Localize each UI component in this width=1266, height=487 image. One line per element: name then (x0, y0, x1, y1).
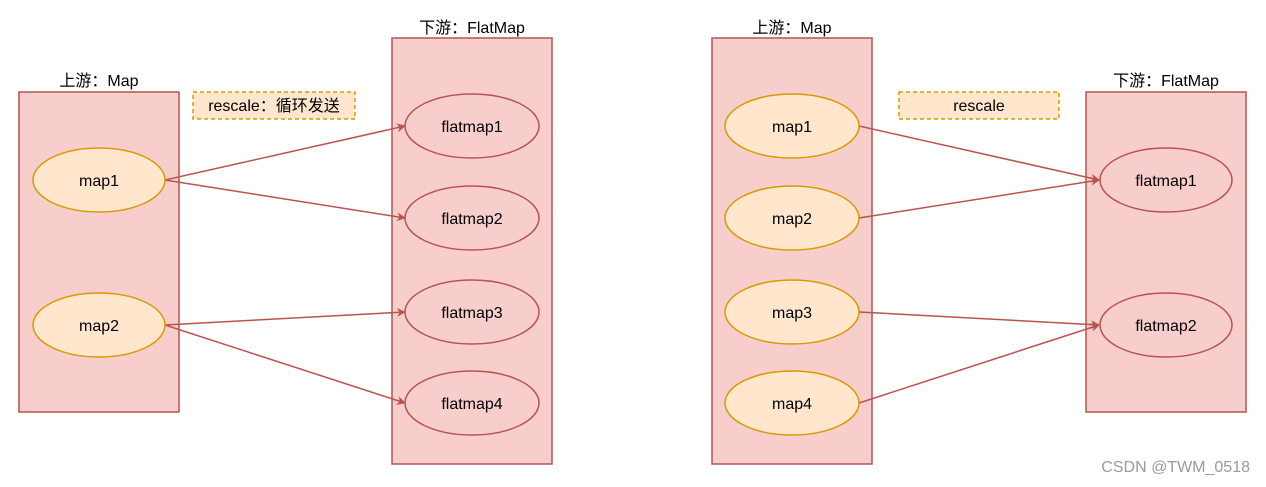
watermark: CSDN @TWM_0518 (1101, 459, 1250, 476)
left-edge-map1-flatmap2 (164, 179, 406, 222)
left-edge-map2-flatmap3 (164, 307, 406, 326)
left-downstream-ellipse-3 (404, 279, 540, 345)
right-upstream-label-2: map2 (772, 211, 812, 228)
left-downstream-title: 下游：FlatMap (419, 19, 525, 37)
left-edges (164, 123, 406, 405)
right-edge-map1-flatmap1 (858, 125, 1100, 183)
right-downstream-container (1085, 91, 1247, 413)
right-upstream-ellipse-2 (724, 185, 860, 251)
right-downstream-node-flatmap2: flatmap2 (1099, 292, 1233, 358)
left-downstream-node-flatmap3: flatmap3 (404, 279, 540, 345)
right-downstream-title: 下游：FlatMap (1113, 72, 1219, 90)
right-upstream-title: 上游：Map (752, 19, 831, 37)
left-downstream-ellipse-1 (404, 93, 540, 159)
right-upstream-ellipse-1 (724, 93, 860, 159)
left-rescale-label: rescale：循环发送 (208, 97, 340, 115)
right-upstream-ellipse-3 (724, 279, 860, 345)
left-upstream-label-2: map2 (79, 318, 119, 335)
right-downstream-ellipse-2 (1099, 292, 1233, 358)
right-downstream-ellipse-1 (1099, 147, 1233, 213)
right-upstream-label-3: map3 (772, 305, 812, 322)
left-downstream-ellipse-4 (404, 370, 540, 436)
right-upstream-ellipse-4 (724, 370, 860, 436)
left-downstream-label-4: flatmap4 (441, 396, 502, 413)
left-upstream-title: 上游：Map (59, 72, 138, 90)
right-upstream-label-4: map4 (772, 396, 812, 413)
left-downstream-node-flatmap2: flatmap2 (404, 185, 540, 251)
right-upstream-node-map1: map1 (724, 93, 860, 159)
left-upstream-ellipse-2 (32, 292, 166, 358)
left-downstream-ellipse-2 (404, 185, 540, 251)
right-edge-map3-flatmap2 (858, 311, 1100, 330)
right-upstream-node-map4: map4 (724, 370, 860, 436)
right-upstream-node-map3: map3 (724, 279, 860, 345)
right-rescale-label: rescale (953, 98, 1005, 115)
left-upstream-node-map1: map1 (32, 147, 166, 213)
left-edge-map1-flatmap1 (164, 123, 406, 181)
left-upstream-container (18, 91, 180, 413)
left-upstream-node-map2: map2 (32, 292, 166, 358)
left-downstream-node-flatmap4: flatmap4 (404, 370, 540, 436)
left-edge-map2-flatmap4 (164, 324, 406, 405)
left-downstream-label-1: flatmap1 (441, 119, 502, 136)
left-downstream-node-flatmap1: flatmap1 (404, 93, 540, 159)
left-upstream-ellipse-1 (32, 147, 166, 213)
right-edge-map4-flatmap2 (858, 323, 1100, 404)
right-edge-map2-flatmap1 (858, 176, 1100, 219)
left-downstream-label-2: flatmap2 (441, 211, 502, 228)
left-diagram: 上游：Map 下游：FlatMap rescale：循环发送 map1 map2… (18, 19, 553, 465)
left-rescale-label-box (192, 91, 356, 120)
right-downstream-node-flatmap1: flatmap1 (1099, 147, 1233, 213)
right-upstream-node-map2: map2 (724, 185, 860, 251)
right-upstream-label-1: map1 (772, 119, 812, 136)
left-downstream-label-3: flatmap3 (441, 305, 502, 322)
left-upstream-label-1: map1 (79, 173, 119, 190)
right-rescale-label-box (898, 91, 1060, 120)
right-downstream-label-2: flatmap2 (1135, 318, 1196, 335)
right-downstream-label-1: flatmap1 (1135, 173, 1196, 190)
right-diagram: 上游：Map 下游：FlatMap rescale map1 map2 map3 (711, 19, 1247, 465)
right-edges (858, 125, 1100, 404)
